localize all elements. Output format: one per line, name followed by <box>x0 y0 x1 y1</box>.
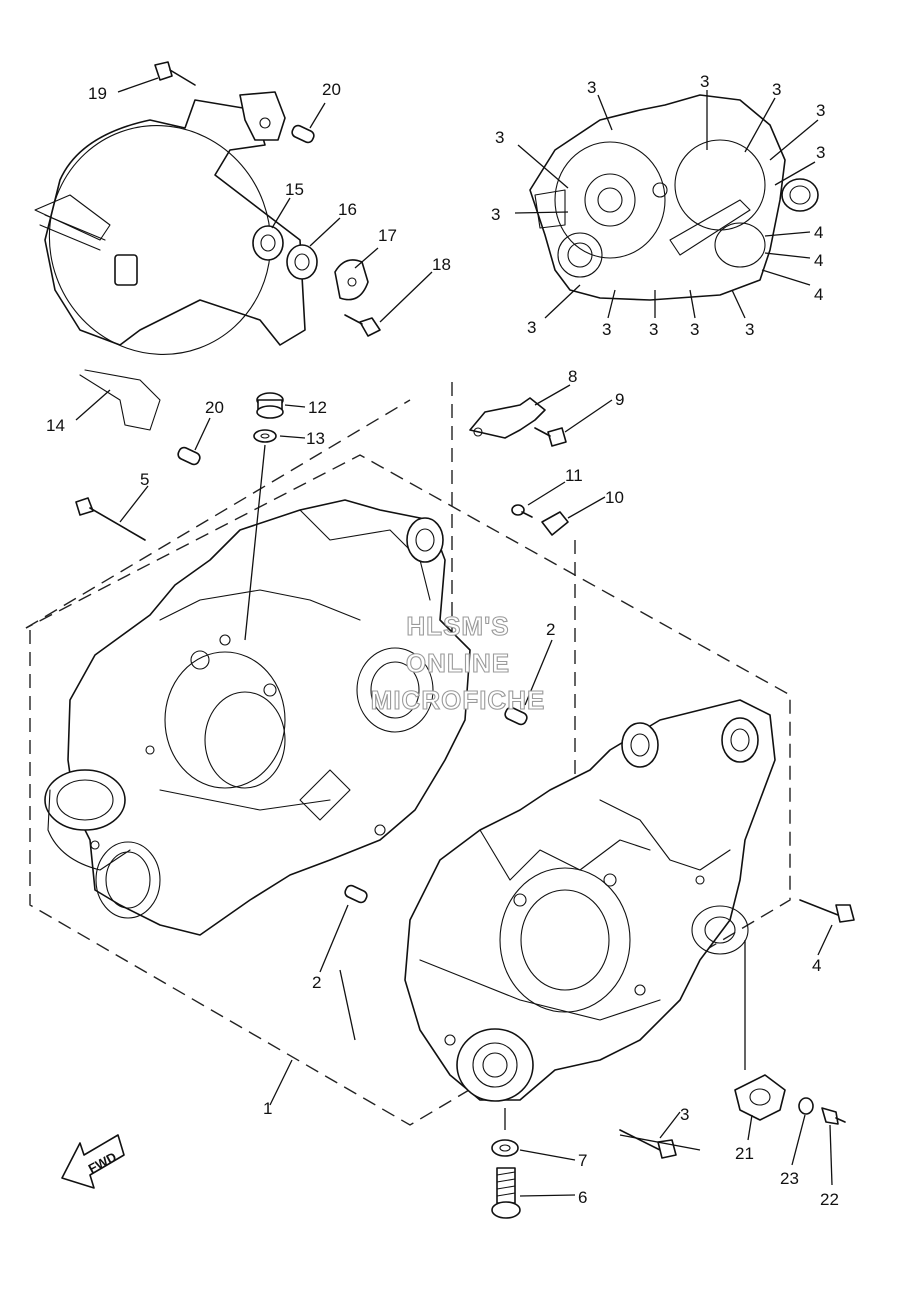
drain-bolt-6 <box>491 1167 521 1219</box>
bolt-4 <box>799 899 855 923</box>
callout-6: 6 <box>578 1188 587 1207</box>
callout-13: 13 <box>306 429 325 448</box>
callout-12: 12 <box>308 398 327 417</box>
washer-13 <box>253 429 277 443</box>
dowel-pin-2a <box>504 706 528 726</box>
callout-11: 11 <box>565 466 583 485</box>
bolt-9 <box>534 427 567 447</box>
inset-callout-3: 3 <box>772 80 781 99</box>
callout-3: 3 <box>680 1105 689 1124</box>
callout-22: 22 <box>820 1190 839 1209</box>
crankcase-cover <box>34 91 306 431</box>
inset-callout-3: 3 <box>816 101 825 120</box>
dowel-pin-20a <box>291 124 315 144</box>
crankcase-right <box>404 699 776 1102</box>
bolt-22 <box>821 1107 846 1125</box>
inset-callout-3: 3 <box>745 320 754 339</box>
inset-callout-3: 3 <box>649 320 658 339</box>
screw-11 <box>511 504 533 518</box>
callout-14: 14 <box>46 416 65 435</box>
callout-20: 20 <box>322 80 341 99</box>
bolt-5 <box>75 497 146 541</box>
callout-21: 21 <box>735 1144 754 1163</box>
watermark-line-1: HLSM'S <box>406 611 509 641</box>
callout-numbers: 19 20 15 16 17 18 14 20 12 13 5 8 9 11 1… <box>46 72 839 1209</box>
callout-10: 10 <box>605 488 624 507</box>
inset-callout-3: 3 <box>700 72 709 91</box>
callout-1: 1 <box>263 1099 272 1118</box>
inset-callout-4: 4 <box>814 223 823 242</box>
washer-7 <box>491 1139 519 1157</box>
dowel-pin-2b <box>344 884 368 904</box>
washer-23 <box>798 1097 814 1115</box>
callout-7: 7 <box>578 1151 587 1170</box>
callout-2: 2 <box>546 620 555 639</box>
bolt-18 <box>344 314 381 337</box>
leader-lines <box>75 77 833 1197</box>
watermark-line-2: ONLINE <box>406 648 510 678</box>
inset-callout-3: 3 <box>495 128 504 147</box>
watermark-line-3: MICROFICHE <box>371 685 546 715</box>
callout-5: 5 <box>140 470 149 489</box>
callout-23: 23 <box>780 1169 799 1188</box>
watermark: HLSM'S ONLINE MICROFICHE <box>370 610 546 715</box>
inset-callout-3: 3 <box>816 143 825 162</box>
callout-20: 20 <box>205 398 224 417</box>
bolt-19 <box>154 61 196 86</box>
clip-10 <box>541 511 569 536</box>
callout-17: 17 <box>378 226 397 245</box>
callout-4: 4 <box>812 956 821 975</box>
callout-9: 9 <box>615 390 624 409</box>
bracket-8 <box>469 397 546 439</box>
inset-callout-3: 3 <box>527 318 536 337</box>
inset-callout-4: 4 <box>814 251 823 270</box>
inset-callout-4: 4 <box>814 285 823 304</box>
inset-crankcase <box>529 94 819 301</box>
callout-16: 16 <box>338 200 357 219</box>
callout-15: 15 <box>285 180 304 199</box>
cap-21 <box>734 1074 786 1121</box>
callout-8: 8 <box>568 367 577 386</box>
fwd-arrow-icon: FWD <box>61 1134 125 1189</box>
callout-18: 18 <box>432 255 451 274</box>
inset-callout-3: 3 <box>602 320 611 339</box>
inset-callout-3: 3 <box>587 78 596 97</box>
inset-callout-3: 3 <box>491 205 500 224</box>
dowel-pin-20b <box>177 446 201 466</box>
plate-17 <box>334 259 369 301</box>
callout-2: 2 <box>312 973 321 992</box>
callout-19: 19 <box>88 84 107 103</box>
crankcase-left <box>44 499 471 936</box>
bearing-15 <box>252 225 284 261</box>
plug-12 <box>256 392 284 419</box>
bearing-16 <box>286 244 318 280</box>
inset-callout-3: 3 <box>690 320 699 339</box>
